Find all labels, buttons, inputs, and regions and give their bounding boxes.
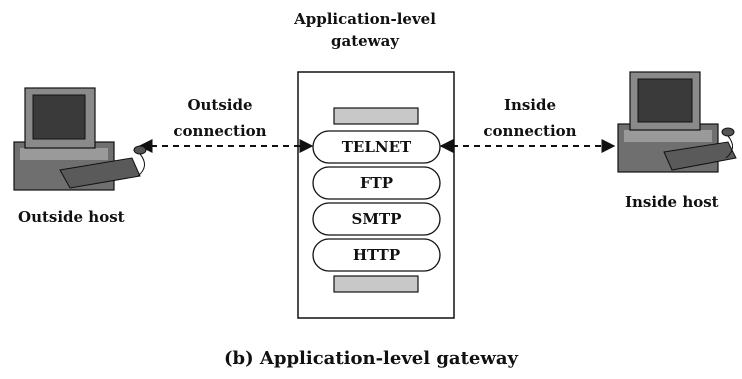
protocol-http-label: HTTP xyxy=(352,246,401,264)
stack-top-bar xyxy=(333,107,419,125)
inside-connection-line2: connection xyxy=(483,122,577,140)
inside-host-label: Inside host xyxy=(625,193,719,211)
outside-host-computer-icon xyxy=(13,87,147,191)
outside-connection-line1: Outside xyxy=(187,96,253,114)
gateway-title-line2: gateway xyxy=(330,32,400,50)
protocol-telnet-label: TELNET xyxy=(341,138,412,156)
outside-host-label: Outside host xyxy=(18,208,125,226)
inside-connection-label: Inside connection xyxy=(470,92,590,144)
inside-connection-line1: Inside xyxy=(503,96,557,114)
outside-connection-label: Outside connection xyxy=(160,92,280,144)
protocol-ftp-label: FTP xyxy=(359,174,394,192)
gateway-title: Application-level gateway xyxy=(285,8,445,52)
figure-caption: (b) Application-level gateway xyxy=(224,348,518,369)
ftp-pill xyxy=(312,166,441,200)
smtp-pill xyxy=(312,202,441,236)
stack-bottom-bar xyxy=(333,275,419,293)
protocol-smtp-label: SMTP xyxy=(351,210,402,228)
gateway-title-line1: Application-level xyxy=(294,10,436,28)
outside-connection-line2: connection xyxy=(173,122,267,140)
http-pill xyxy=(312,238,441,272)
inside-host-computer-icon xyxy=(617,71,737,173)
